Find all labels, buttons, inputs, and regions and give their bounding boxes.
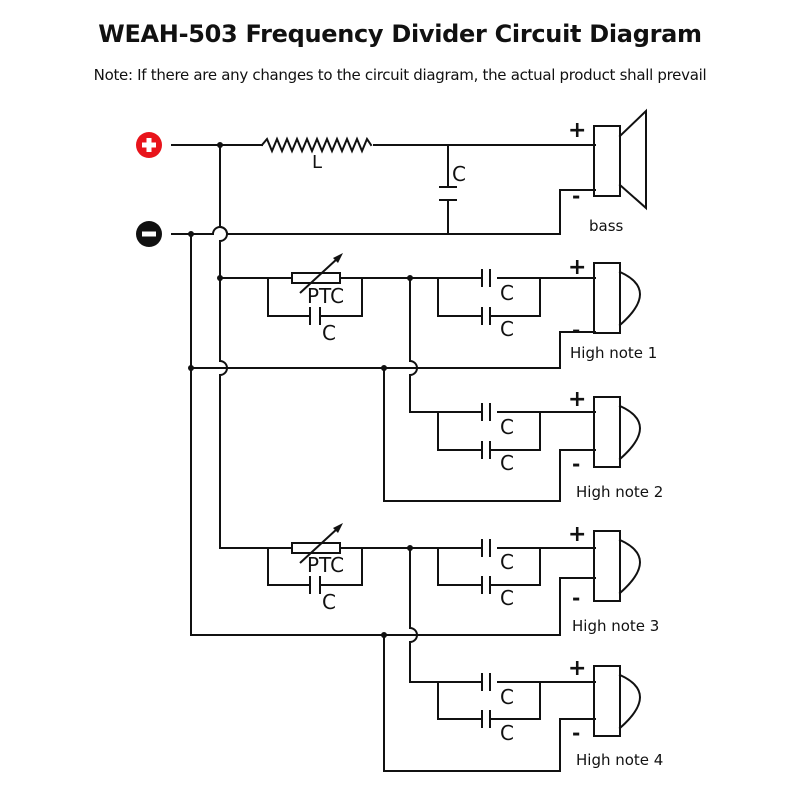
ptc-label-1: PTC [307, 284, 344, 308]
tweeter-4 [593, 665, 641, 737]
inductor-coil [260, 136, 373, 154]
tweeter-1 [593, 262, 641, 334]
cap-label: C [500, 317, 514, 341]
plus-sign: + [568, 387, 586, 412]
cap-label: C [500, 721, 514, 745]
cap-label: C [500, 550, 514, 574]
branch-3 [267, 523, 596, 683]
bass-section [171, 136, 596, 237]
minus-sign: - [572, 721, 580, 745]
ptc-label-2: PTC [307, 553, 344, 577]
speaker-label-high-1: High note 1 [570, 344, 657, 362]
positive-terminal-icon [136, 132, 162, 158]
speaker-label-bass: bass [589, 217, 624, 235]
ptc-resistor-1 [291, 272, 341, 284]
minus-sign: - [572, 452, 580, 476]
bass-speaker [593, 108, 647, 211]
cap-label: C [500, 281, 514, 305]
page-title: WEAH-503 Frequency Divider Circuit Diagr… [98, 20, 702, 48]
negative-terminal-icon [136, 221, 162, 247]
speaker-label-high-3: High note 3 [572, 617, 659, 635]
ptc-resistor-2 [291, 542, 341, 554]
cap-label: C [322, 590, 336, 614]
plus-sign: + [568, 255, 586, 280]
minus-sign: - [572, 586, 580, 610]
branch-2 [383, 367, 596, 502]
inductor-label: L [312, 152, 322, 173]
tweeter-2 [593, 396, 641, 468]
branch-1 [190, 253, 596, 413]
plus-sign: + [568, 656, 586, 681]
plus-sign: + [568, 118, 586, 143]
bass-cap-label: C [452, 162, 466, 186]
minus-sign: - [572, 318, 580, 342]
cap-label: C [322, 321, 336, 345]
speaker-label-high-4: High note 4 [576, 751, 663, 769]
cap-label: C [500, 415, 514, 439]
branch-4 [383, 634, 596, 772]
tweeter-3 [593, 530, 641, 602]
page-note: Note: If there are any changes to the ci… [93, 66, 707, 84]
speaker-label-high-2: High note 2 [576, 483, 663, 501]
minus-sign: - [572, 184, 580, 208]
cap-label: C [500, 451, 514, 475]
cap-label: C [500, 586, 514, 610]
cap-label: C [500, 685, 514, 709]
plus-sign: + [568, 522, 586, 547]
